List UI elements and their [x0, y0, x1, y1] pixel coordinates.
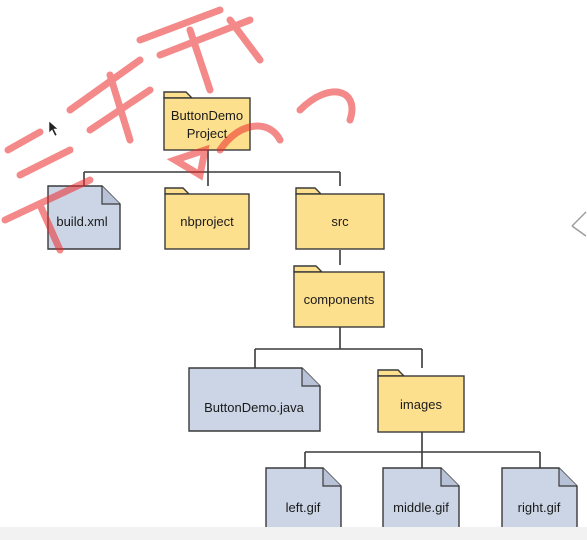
file-node-build-xml: build.xml — [47, 185, 121, 250]
images-label: images — [400, 397, 442, 412]
buttondemo-java-label: ButtonDemo.java — [204, 400, 304, 415]
components-label: components — [304, 292, 375, 307]
folder-node-components: components — [293, 265, 385, 328]
connector-components — [254, 326, 423, 368]
right-gif-label: right.gif — [518, 500, 561, 515]
bottom-strip — [0, 527, 587, 540]
file-icon — [188, 367, 321, 432]
folder-node-src: src — [295, 187, 385, 250]
file-node-right-gif: right.gif — [501, 467, 578, 533]
tree-connectors — [83, 148, 541, 468]
root-label-line-2: Project — [187, 126, 228, 141]
folder-node-nbproject: nbproject — [164, 187, 250, 250]
nbproject-label: nbproject — [180, 214, 234, 229]
file-icon — [265, 467, 342, 533]
root-label-line-1: ButtonDemo — [171, 108, 243, 123]
build-xml-label: build.xml — [56, 214, 107, 229]
connector-images — [304, 432, 541, 468]
folder-node-images: images — [377, 369, 465, 433]
file-node-middle-gif: middle.gif — [382, 467, 460, 533]
file-node-left-gif: left.gif — [265, 467, 342, 533]
left-gif-label: left.gif — [286, 500, 321, 515]
file-icon — [382, 467, 460, 533]
middle-gif-label: middle.gif — [393, 500, 449, 515]
arrow-mark-icon — [571, 211, 587, 237]
cursor-arrow-icon — [48, 120, 59, 137]
file-icon — [501, 467, 578, 533]
file-node-buttondemo-java: ButtonDemo.java — [188, 367, 321, 432]
src-label: src — [331, 214, 349, 229]
